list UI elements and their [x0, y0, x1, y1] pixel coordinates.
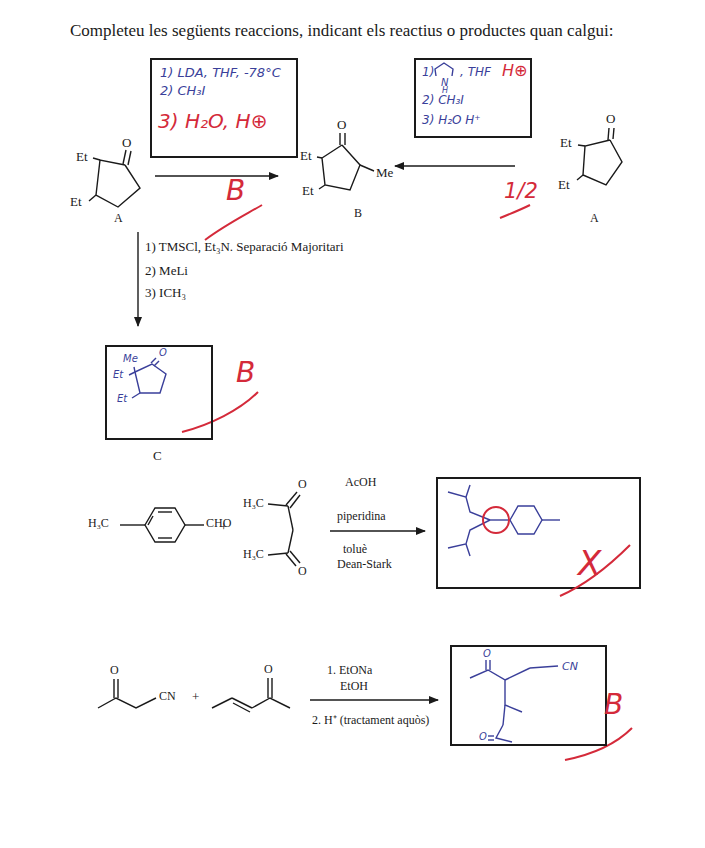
scheme-label: H₃C: [243, 497, 264, 510]
scheme-label: 3) ICH₃: [145, 286, 186, 300]
box-text: , THF: [460, 66, 491, 79]
scheme-label: EtOH: [340, 680, 368, 693]
scheme-label: 1. EtONa: [327, 664, 372, 677]
scheme-label: H₃C: [88, 517, 109, 530]
scheme-label: Et: [76, 150, 88, 164]
scheme-label: B: [604, 690, 623, 721]
scheme-label: O: [337, 118, 346, 132]
scheme-label: 2) MeLi: [145, 264, 188, 278]
scheme-label: Dean-Stark: [337, 558, 392, 571]
scheme-label: O: [606, 112, 615, 126]
box-heading: C: [153, 449, 162, 463]
scheme-label: +: [192, 690, 199, 704]
box-text: 3) H₂O, H⊕: [158, 110, 267, 132]
box-text: H⊕: [502, 62, 527, 80]
grading-marks: [182, 205, 632, 760]
scheme-label: Et: [558, 178, 570, 192]
box-text: CN: [562, 661, 578, 673]
scheme-label: Et: [70, 195, 82, 209]
answer-box: MeOEtEtC: [105, 345, 213, 440]
scheme-label: piperidina: [337, 510, 386, 523]
scheme-label: Me: [376, 166, 393, 180]
scheme-label: CHO: [206, 517, 231, 530]
page-title: Completeu les següents reaccions, indica…: [70, 22, 613, 41]
box-text: O: [159, 347, 167, 358]
box-text: 1) LDA, THF, -78°C: [160, 66, 281, 80]
scheme-label: O: [264, 663, 273, 676]
scheme-label: A: [590, 212, 599, 225]
box-text: O: [479, 731, 487, 742]
box-text: 2) CH₃I: [422, 94, 464, 107]
scheme-label: A: [114, 212, 123, 225]
scheme-label: H₃C: [243, 548, 264, 561]
box-text: O: [483, 648, 491, 659]
scheme-label: 1/2: [504, 180, 538, 203]
scheme-label: O: [298, 478, 307, 491]
scheme-label: B: [354, 207, 362, 220]
answer-box: 1) LDA, THF, -78°C 2) CH₃I 3) H₂O, H⊕: [150, 58, 298, 158]
answer-box: 1)NH, THFH⊕2) CH₃I3) H₂O H⁺: [414, 58, 532, 138]
scheme-label: toluè: [343, 543, 367, 556]
scheme-label: AcOH: [345, 476, 376, 489]
box-text: Me: [123, 353, 138, 364]
scheme-label: 2. H⁺ (tractament aquòs): [312, 714, 429, 727]
box-text: Et: [113, 369, 123, 380]
scheme-label: B: [236, 358, 255, 389]
scheme-label: X: [578, 545, 601, 582]
scheme-label: Et: [302, 184, 314, 198]
box-text: 1): [422, 66, 434, 79]
scheme-label: O: [110, 664, 119, 677]
box-text: 3) H₂O H⁺: [422, 114, 481, 127]
scheme-label: B: [226, 176, 245, 207]
scheme-label: O: [298, 565, 307, 578]
scheme-label: CN: [159, 690, 176, 703]
printed-structures: [89, 128, 640, 712]
handwritten-structures: [129, 63, 560, 742]
scheme-label: Et: [560, 136, 572, 150]
scheme-label: O: [122, 136, 131, 150]
box-text: 2) CH₃I: [160, 84, 205, 98]
box-text: Et: [117, 393, 127, 404]
answer-box: O CN O: [450, 645, 607, 746]
scheme-label: 1) TMSCl, Et₃N. Separació Majoritari: [145, 240, 344, 254]
scheme-label: Et: [300, 149, 312, 163]
scheme-label: +: [220, 520, 227, 534]
